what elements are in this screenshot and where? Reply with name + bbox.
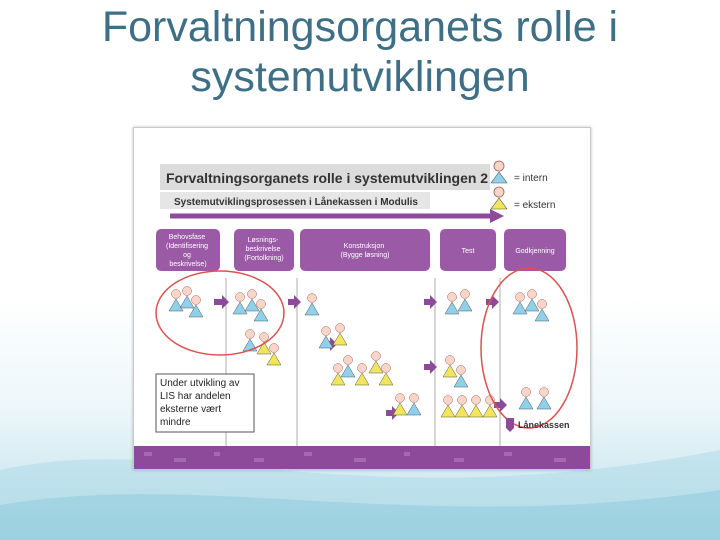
heading-bar [160,164,490,190]
people-figures [168,286,552,418]
phase-test-line-1: Test [462,248,475,255]
legend-ekstern-figure [490,186,508,210]
process-arrow-head [490,209,504,223]
legend-ekstern-label: = ekstern [514,200,555,211]
note-line-3: eksterne vært [160,404,221,415]
slide-title: Forvaltningsorganets rolle i systemutvik… [0,2,720,102]
diagram-image: Forvaltningsorganets rolle i systemutvik… [133,127,591,470]
phase-konstruksjon-line-1: Konstruksjon [344,243,385,250]
note-line-1: Under utvikling av [160,378,239,389]
phase-losning-line-2: beskrivelse [246,246,281,253]
slide-title-line-1: Forvaltningsorganets rolle i [101,3,619,51]
note-box [155,373,255,433]
phase-godkjenning-line-1: Godkjenning [515,248,554,255]
svg-text:Under utvikling av LIS har: Under utvikling av LIS har andelen ekste… [160,378,242,428]
subheading-bar [160,192,430,209]
bottom-band [134,446,590,469]
phase-behovsfase-line-4: beskrivelse) [169,261,206,268]
phase-konstruksjon-line-2: (Bygge løsning) [340,252,389,259]
note-line-4: mindre [160,417,191,428]
phase-losning-line-3: (Fortolkning) [244,255,283,262]
highlight-ellipse-right [480,267,578,429]
svg-text:Konstruksjon (Bygge løsnin: Konstruksjon (Bygge løsning) [340,243,389,259]
diagram-subheading: Systemutviklingsprosessen i Lånekassen i… [174,196,418,208]
phase-box-godkjenning [504,229,566,271]
legend-intern-label: = intern [514,173,548,184]
background-wave [0,450,720,540]
phase-losning-line-1: Løsnings- [248,237,279,244]
lanekassen-logo-icon [506,418,514,432]
phase-behovsfase-line-3: og [183,252,191,259]
phase-separators [225,278,501,448]
note-line-2: LIS har andelen [160,391,231,402]
svg-text:Behovsfase (Identifisering: Behovsfase (Identifisering og beskrivels… [166,234,210,268]
phase-box-test [440,229,496,271]
legend-intern-figure [490,160,508,184]
diagram-heading: Forvaltningsorganets rolle i systemutvik… [166,170,488,186]
svg-text:Løsnings- beskrivelse: Løsnings- beskrivelse (Fortolkning) [244,237,283,262]
highlight-ellipse-left [155,270,285,356]
phase-box-konstruksjon [300,229,430,271]
phase-behovsfase-line-2: (Identifisering [166,243,208,250]
logo-text: Lånekassen [518,420,570,430]
slide-title-line-2: systemutviklingen [190,53,530,101]
bottom-band-pattern [144,452,566,462]
phase-box-behovsfase [156,229,220,271]
phase-box-losningsbeskrivelse [234,229,294,271]
phase-behovsfase-line-1: Behovsfase [169,234,206,241]
